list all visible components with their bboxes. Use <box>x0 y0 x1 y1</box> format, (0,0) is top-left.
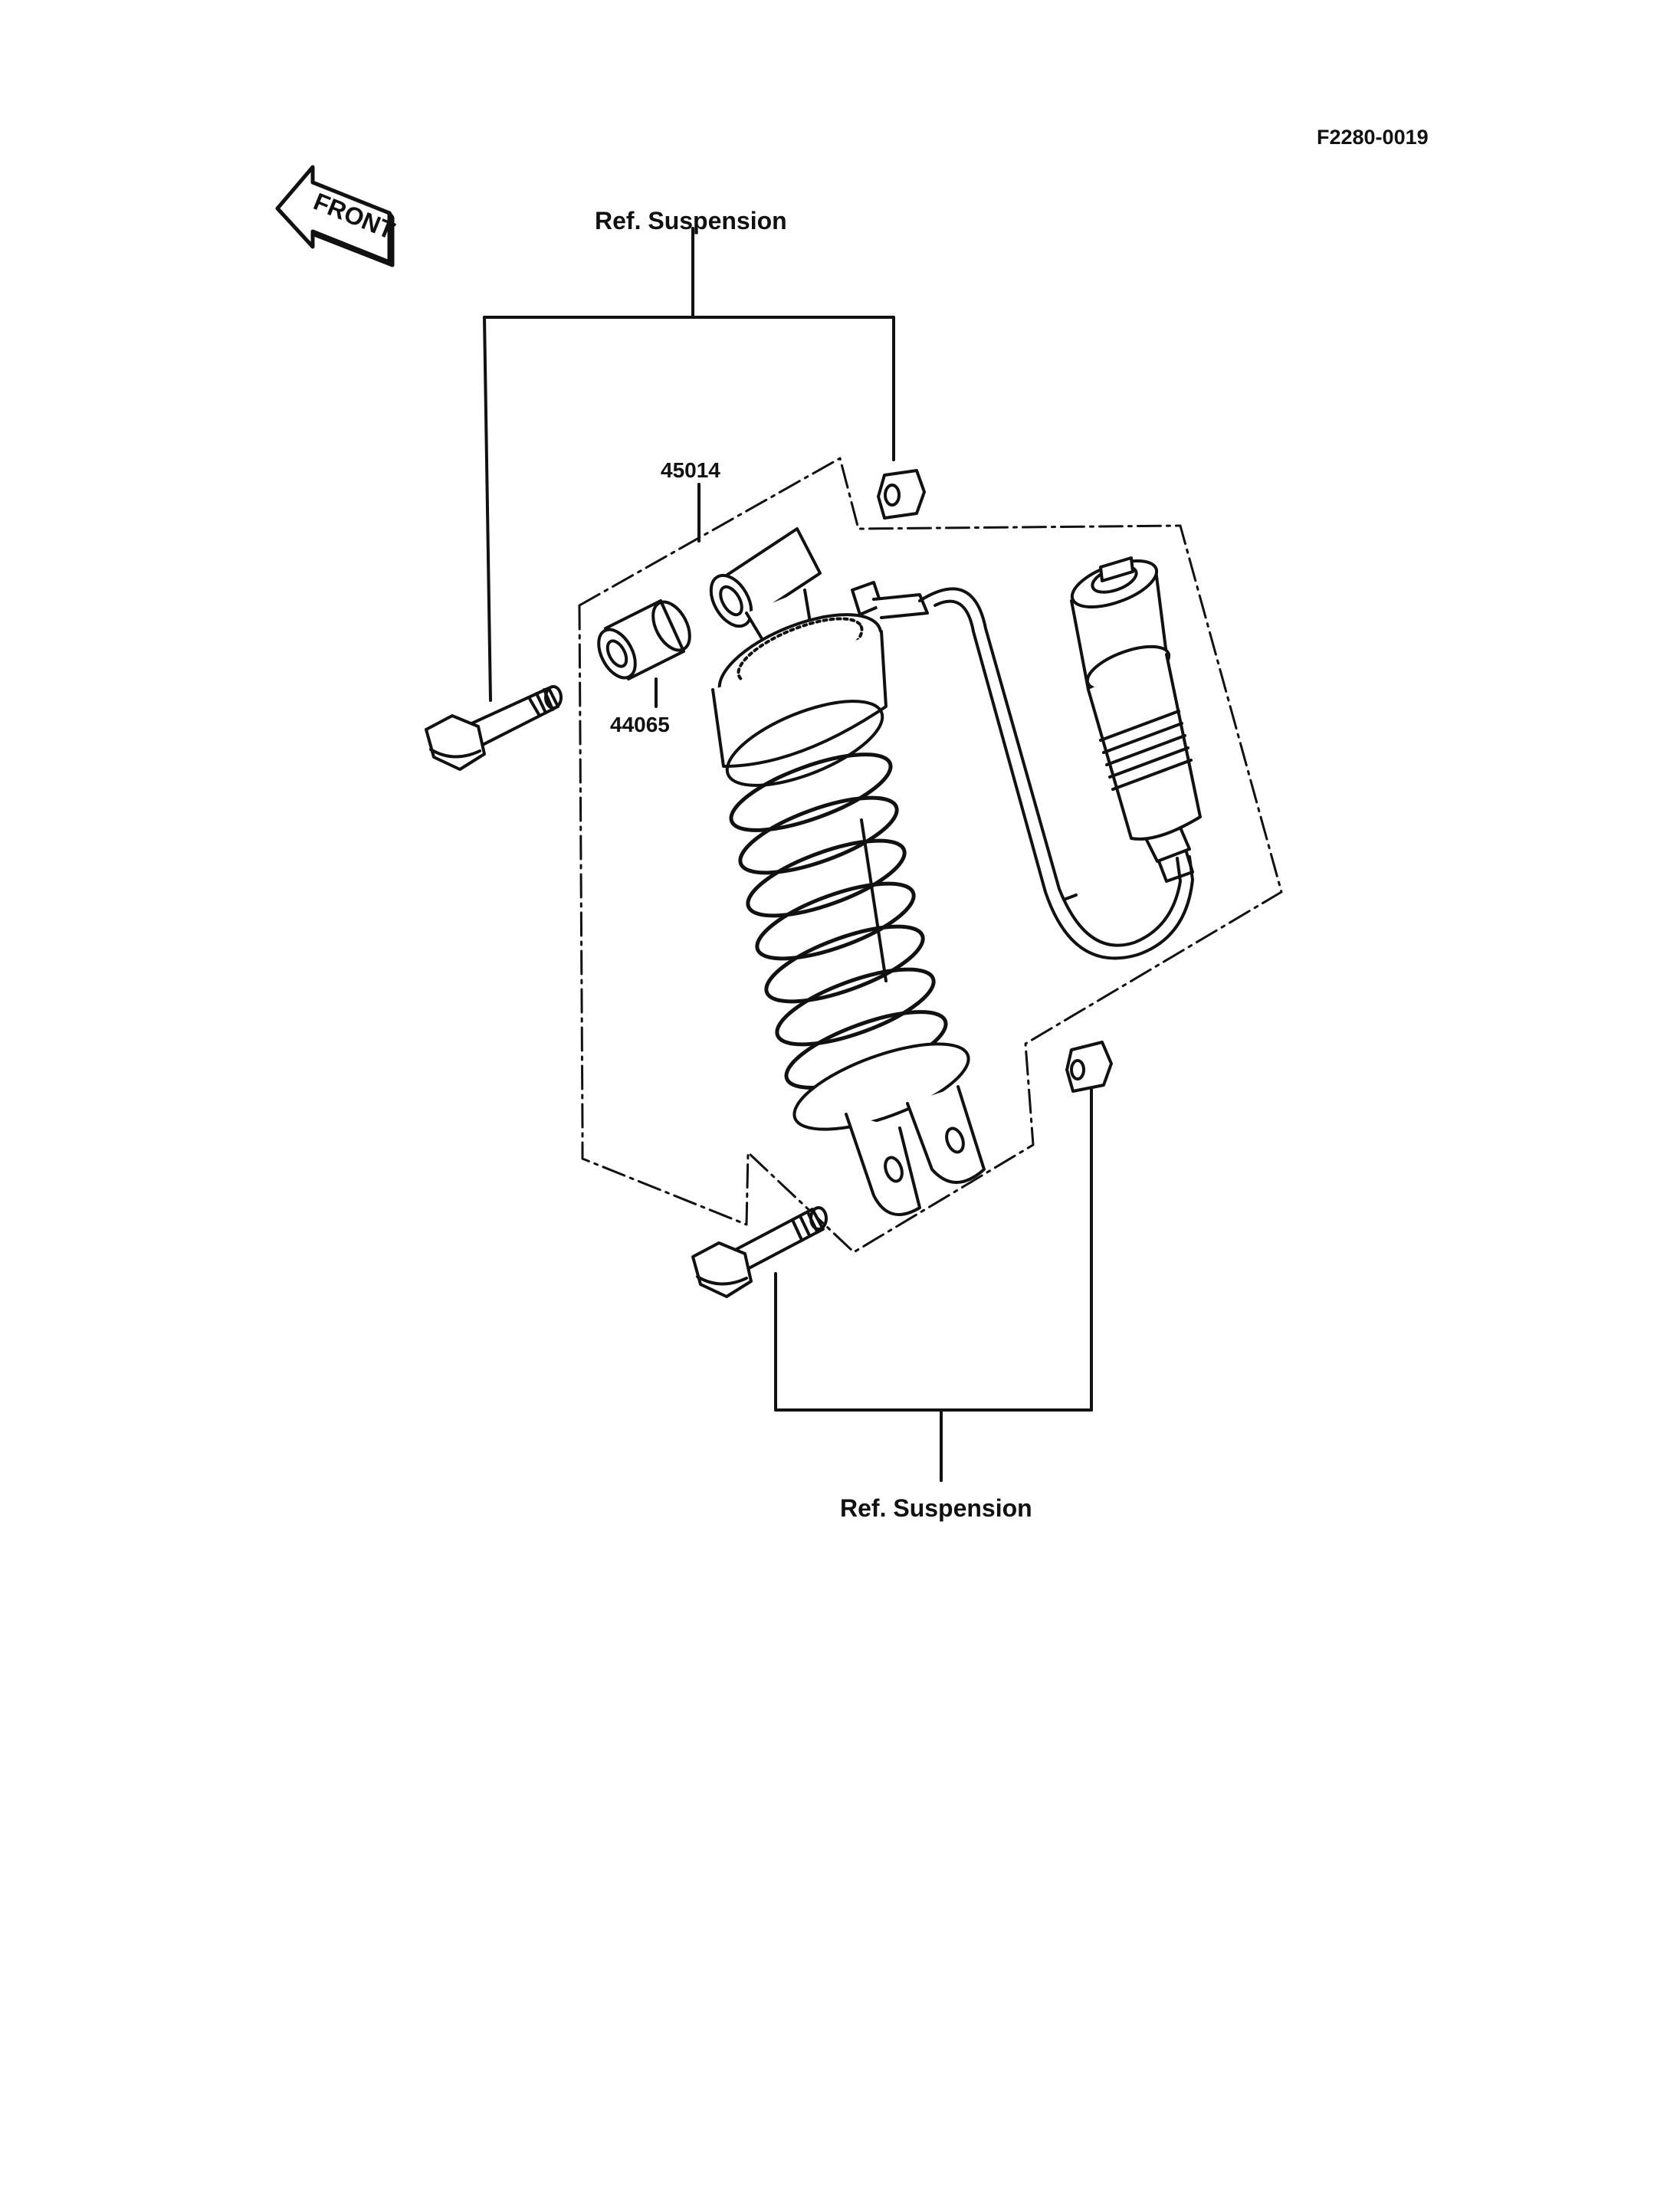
shock-absorber-icon <box>709 527 986 1216</box>
part-number-44065: 44065 <box>610 713 670 736</box>
nut-bottom-icon <box>1065 1041 1113 1093</box>
ref-suspension-top-label: Ref. Suspension <box>595 207 787 234</box>
part-number-45014: 45014 <box>661 458 720 482</box>
ref-bracket-bottom <box>774 1085 1093 1482</box>
bolt-top-icon <box>425 685 563 771</box>
assembly-outline <box>578 457 1283 1254</box>
figure-code: F2280-0019 <box>1317 126 1429 149</box>
ref-bracket-top <box>483 227 895 702</box>
reservoir-hose-icon <box>918 587 1194 960</box>
front-arrow-icon: FRONT <box>275 165 399 267</box>
reservoir-icon <box>1070 556 1202 883</box>
bolt-bottom-icon <box>691 1206 828 1298</box>
collar-44065-icon <box>597 599 691 680</box>
nut-top-icon <box>877 469 926 520</box>
ref-suspension-bottom-label: Ref. Suspension <box>840 1494 1032 1522</box>
